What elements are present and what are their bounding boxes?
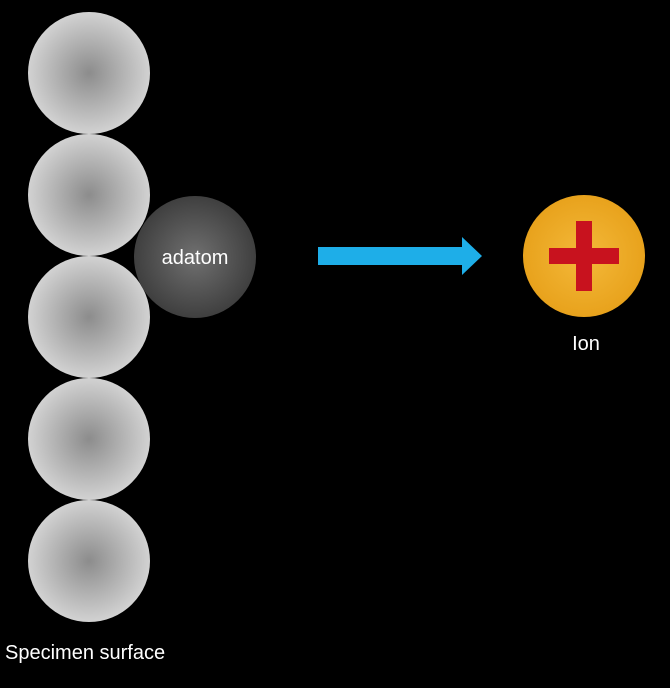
adatom-label: adatom: [162, 247, 229, 269]
adatom-sphere: [134, 196, 256, 318]
evaporation-arrow: [318, 237, 482, 275]
surface-atom: [28, 256, 150, 378]
surface-atom: [28, 12, 150, 134]
surface-atom: [28, 378, 150, 500]
specimen-surface: [28, 12, 150, 622]
plus-icon: [549, 221, 619, 291]
arrow-shape: [318, 237, 482, 275]
ion-label: Ion: [572, 333, 600, 355]
adatom: adatom: [134, 196, 256, 318]
specimen-surface-label: Specimen surface: [5, 642, 165, 664]
ion: Ion: [523, 195, 645, 355]
surface-atom: [28, 134, 150, 256]
surface-atom: [28, 500, 150, 622]
